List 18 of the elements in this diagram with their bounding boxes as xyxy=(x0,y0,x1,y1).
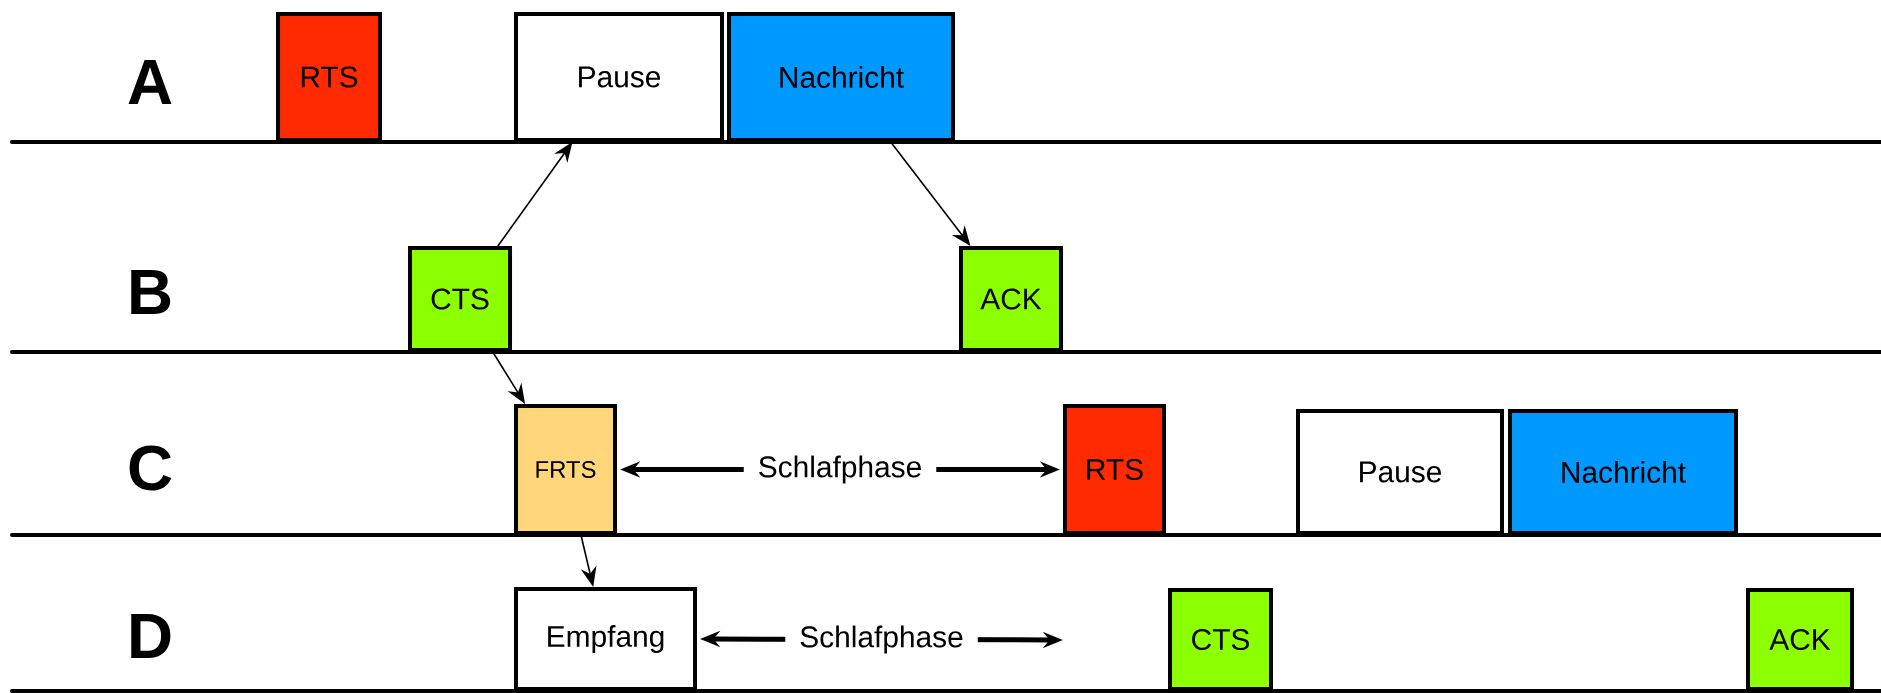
edge-label: Schlafphase xyxy=(743,452,937,487)
row-letter: A xyxy=(128,60,172,104)
row-letter: B xyxy=(131,270,171,314)
message-box: ACK xyxy=(1746,588,1854,691)
message-box: CTS xyxy=(1168,588,1273,691)
message-box: RTS xyxy=(1063,404,1166,535)
row-letter: C xyxy=(129,445,172,491)
message-box: RTS xyxy=(276,12,382,142)
edge-label: Schlafphase xyxy=(785,622,978,657)
message-box: Nachricht xyxy=(1508,409,1738,535)
message-box: Nachricht xyxy=(727,12,955,142)
message-box: Pause xyxy=(514,12,724,142)
row-letter: D xyxy=(131,614,171,658)
message-box: Empfang xyxy=(514,587,697,691)
message-box: ACK xyxy=(959,246,1063,352)
message-box: Pause xyxy=(1296,409,1504,535)
message-box: FRTS xyxy=(514,404,617,535)
message-box: CTS xyxy=(408,246,512,352)
